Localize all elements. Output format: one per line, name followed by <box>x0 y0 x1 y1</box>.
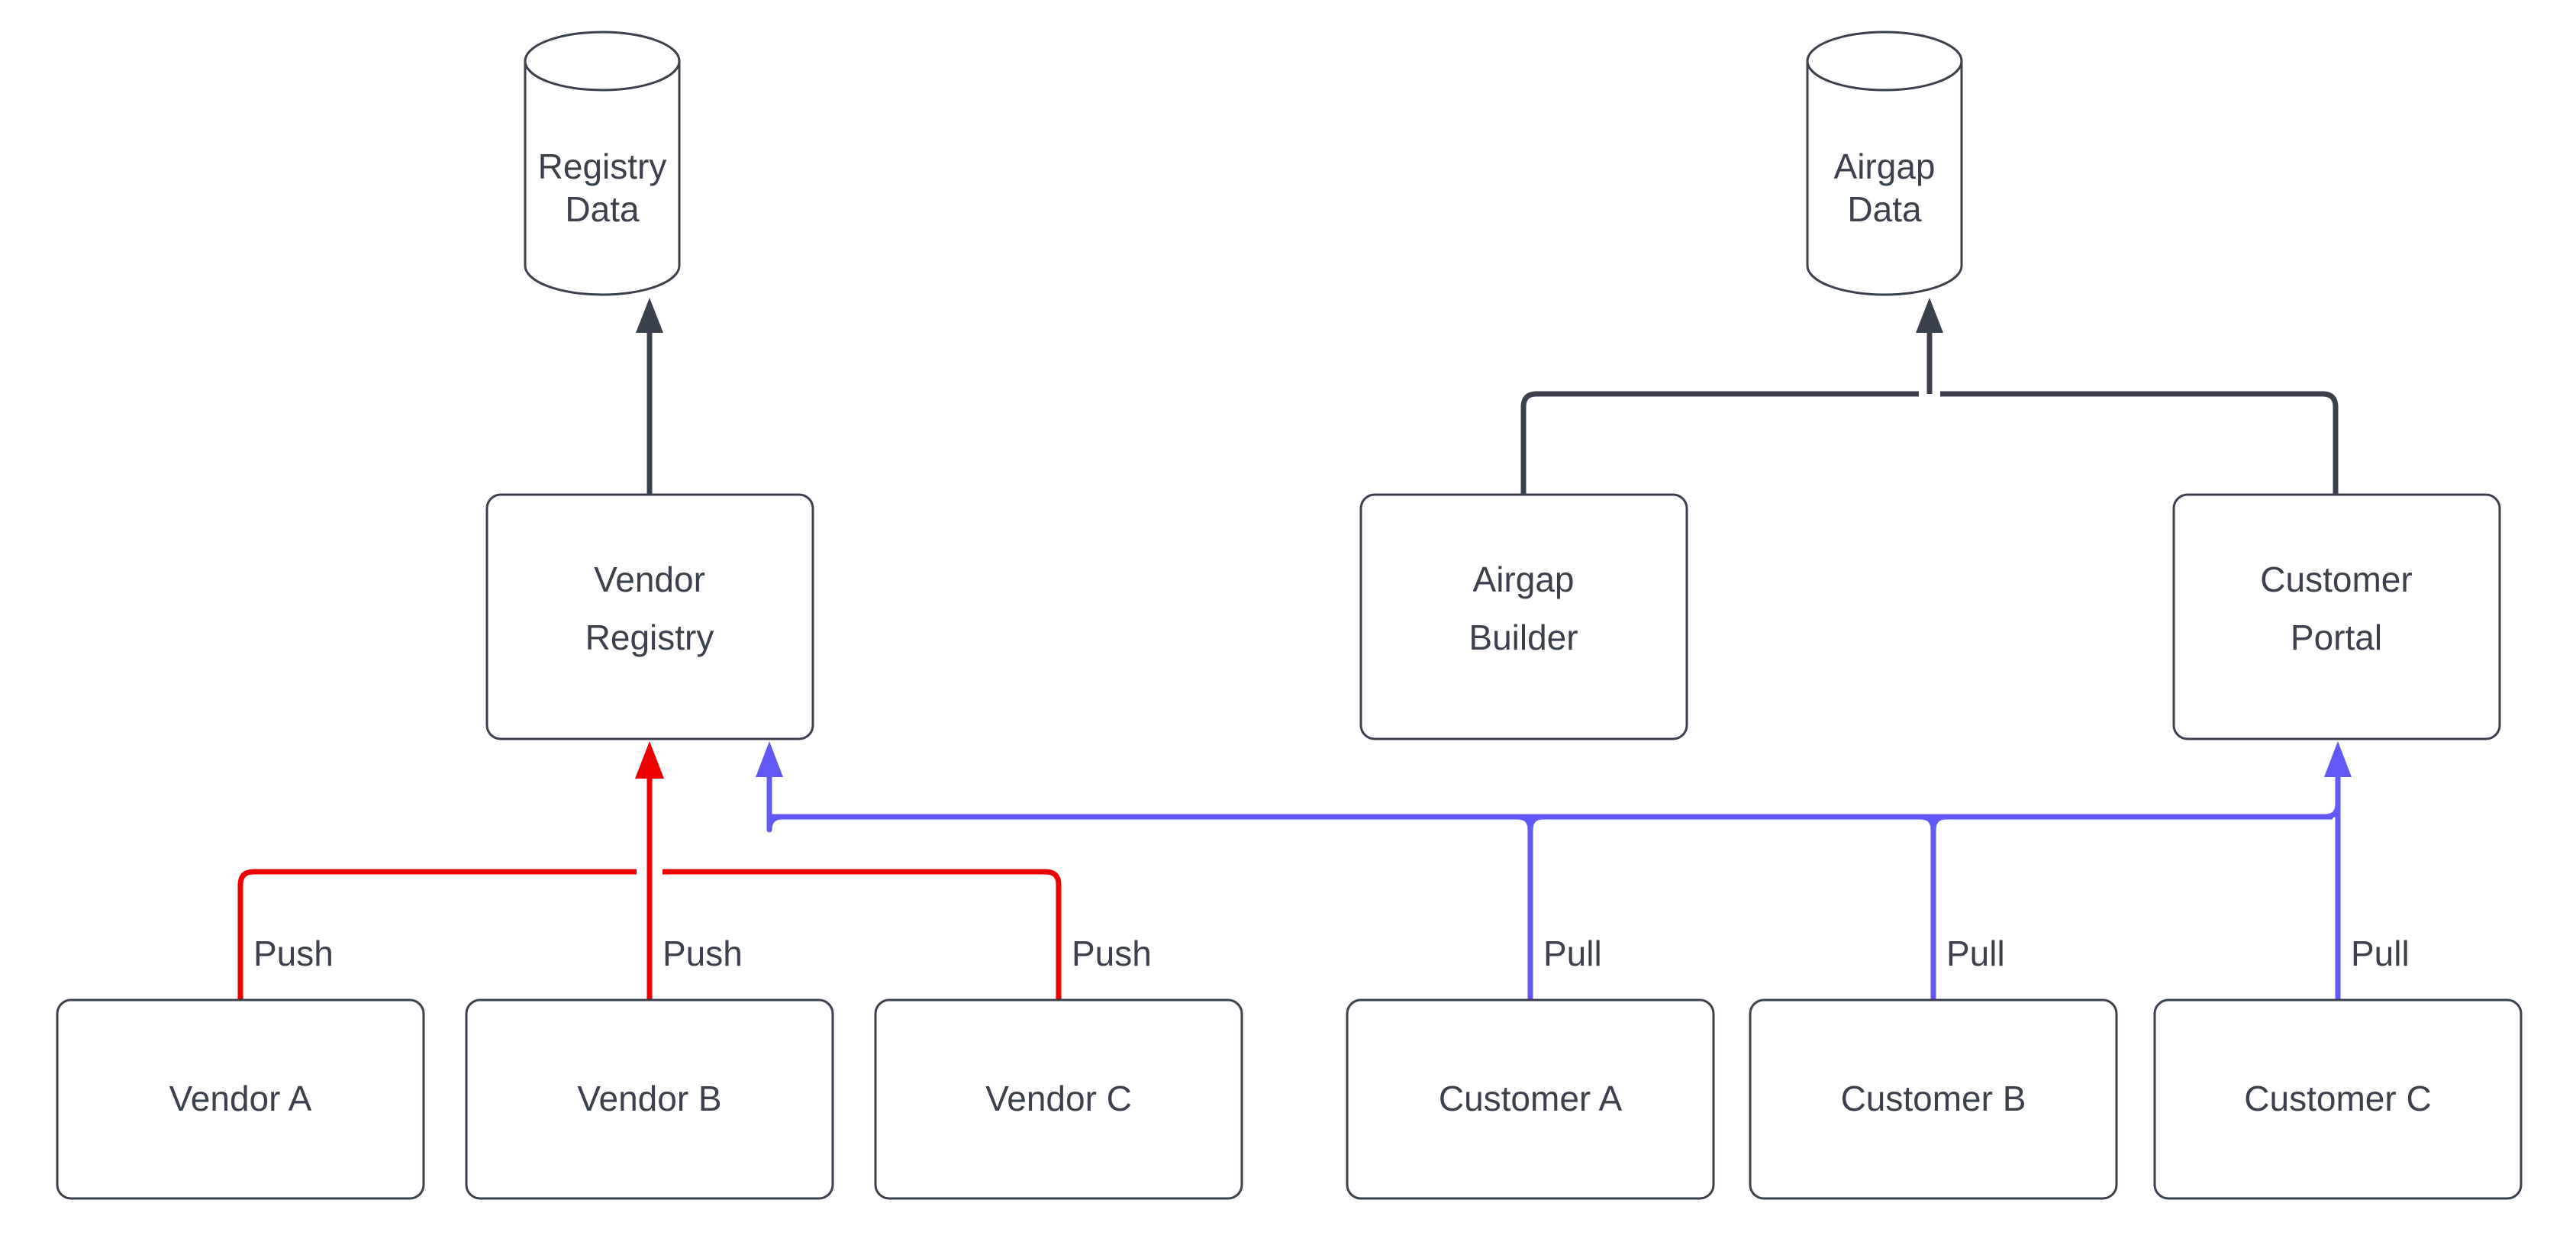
pull-edge-customer-c-join <box>2324 803 2341 820</box>
node-box <box>56 998 425 1200</box>
customer-a-node[interactable]: Customer A <box>1346 998 1715 1200</box>
node-box <box>2153 998 2523 1200</box>
cylinder-body <box>1806 60 1963 296</box>
cylinder-top <box>1806 31 1963 92</box>
arrowhead-up-icon <box>2324 741 2352 777</box>
registry-data-label-line2: Data <box>565 189 640 229</box>
airgap-data-label-line1: Airgap <box>1834 147 1936 186</box>
customer-portal-label-line1: Customer <box>2260 560 2412 599</box>
customer-c-label: Customer C <box>2244 1079 2431 1118</box>
cylinder-body <box>524 60 681 296</box>
push-edge-vendor-a <box>237 869 637 1000</box>
customer-b-label: Customer B <box>1841 1079 2026 1118</box>
edge-vendor-registry-to-registry-data <box>636 298 663 495</box>
vendor-b-label: Vendor B <box>577 1079 721 1118</box>
pull-edge-customer-a-join <box>1517 814 1533 831</box>
customer-c-node[interactable]: Customer C <box>2153 998 2523 1200</box>
registry-data-store[interactable]: Registry Data <box>524 31 681 296</box>
airgap-data-label-line2: Data <box>1847 189 1922 229</box>
arrowhead-up-icon <box>1916 298 1943 333</box>
vendor-registry-label-line2: Registry <box>585 618 714 657</box>
vendor-c-node[interactable]: Vendor C <box>874 998 1243 1200</box>
pull-edge-customer-b-join <box>1920 814 1936 831</box>
customer-portal-label-line2: Portal <box>2291 618 2382 657</box>
edge-customer-portal-to-airgap-data <box>1940 391 2339 495</box>
node-box <box>1359 493 1688 740</box>
push-edge-vendor-c <box>663 869 1062 1000</box>
edge-label-push-a: Push <box>253 934 334 973</box>
edge-line <box>1520 391 1919 495</box>
node-box <box>1749 998 2118 1200</box>
airgap-builder-label-line2: Builder <box>1469 618 1578 657</box>
vendor-a-node[interactable]: Vendor A <box>56 998 425 1200</box>
pull-edge-customer-b <box>1930 814 1947 1000</box>
edge-group-pull <box>756 741 2352 1000</box>
airgap-builder-node[interactable]: Airgap Builder <box>1359 493 1688 740</box>
registry-data-label-line1: Registry <box>538 147 667 186</box>
pull-corner-left <box>766 814 783 831</box>
arrowhead-up-icon <box>635 741 664 779</box>
arrowhead-up-icon <box>636 298 663 333</box>
edge-label-pull-c: Pull <box>2351 934 2410 973</box>
edge-label-pull-b: Pull <box>1946 934 2005 973</box>
cylinder-top <box>524 31 681 92</box>
vendor-registry-label-line1: Vendor <box>594 560 705 599</box>
customer-a-label: Customer A <box>1439 1079 1623 1118</box>
vendor-registry-node[interactable]: Vendor Registry <box>485 493 814 740</box>
node-box <box>465 998 834 1200</box>
edge-group-push <box>237 741 1062 1000</box>
edge-label-pull-a: Pull <box>1543 934 1602 973</box>
node-box <box>485 493 814 740</box>
vendor-c-label: Vendor C <box>985 1079 1132 1118</box>
vendor-a-label: Vendor A <box>169 1079 312 1118</box>
customer-portal-node[interactable]: Customer Portal <box>2172 493 2501 740</box>
customer-b-node[interactable]: Customer B <box>1749 998 2118 1200</box>
vendor-b-node[interactable]: Vendor B <box>465 998 834 1200</box>
airgap-builder-label-line1: Airgap <box>1473 560 1575 599</box>
airgap-data-store[interactable]: Airgap Data <box>1806 31 1963 296</box>
edge-label-push-b: Push <box>663 934 743 973</box>
arrowhead-up-icon <box>756 741 783 777</box>
edge-airgap-bus-to-airgap-data <box>1916 298 1943 394</box>
pull-edge-customer-a <box>1527 814 1544 1000</box>
node-box <box>874 998 1243 1200</box>
edge-label-push-c: Push <box>1072 934 1152 973</box>
node-box <box>2172 493 2501 740</box>
edge-line <box>1940 391 2339 495</box>
edge-airgap-builder-to-airgap-data <box>1520 391 1919 495</box>
node-box <box>1346 998 1715 1200</box>
